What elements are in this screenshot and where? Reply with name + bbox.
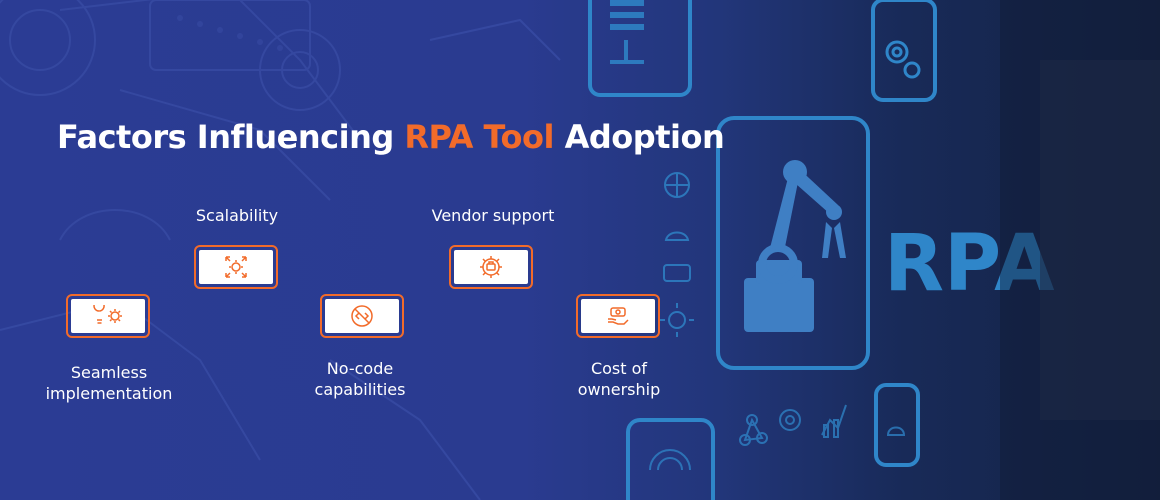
- factor-label-line: implementation: [45, 384, 173, 403]
- factor-label-line: Seamless: [70, 363, 148, 382]
- title-prefix: Factors Influencing: [57, 118, 405, 156]
- factor-card-scalability: [194, 245, 278, 289]
- scale-arrows-gear-icon: [223, 254, 249, 280]
- factor-label-line: ownership: [577, 380, 661, 399]
- factor-label-no-code-capabilities: No-code capabilities: [315, 358, 406, 400]
- factor-card-vendor-support: [449, 245, 533, 289]
- factor-card-seamless-implementation: [66, 294, 150, 338]
- factor-label-line: No-code: [326, 359, 394, 378]
- factor-card-no-code-capabilities: [320, 294, 404, 338]
- support-gear-icon: [478, 254, 504, 280]
- factor-label-line: Cost of: [590, 359, 648, 378]
- factor-label-scalability: Scalability: [195, 206, 279, 225]
- no-code-icon: [349, 303, 375, 329]
- factor-label-cost-of-ownership: Cost of ownership: [578, 358, 661, 400]
- page-title: Factors Influencing RPA Tool Adoption: [57, 118, 725, 156]
- factor-label-vendor-support: Vendor support: [431, 206, 555, 225]
- title-highlight: RPA Tool: [404, 118, 554, 156]
- factor-label-line: capabilities: [314, 380, 406, 399]
- factor-label-seamless-implementation: Seamless implementation: [46, 362, 173, 404]
- rpa-badge-text: RPA: [884, 219, 1054, 309]
- bulb-gear-icon: [91, 305, 125, 327]
- cost-hand-icon: [605, 303, 631, 329]
- factor-card-cost-of-ownership: [576, 294, 660, 338]
- title-suffix: Adoption: [553, 118, 725, 156]
